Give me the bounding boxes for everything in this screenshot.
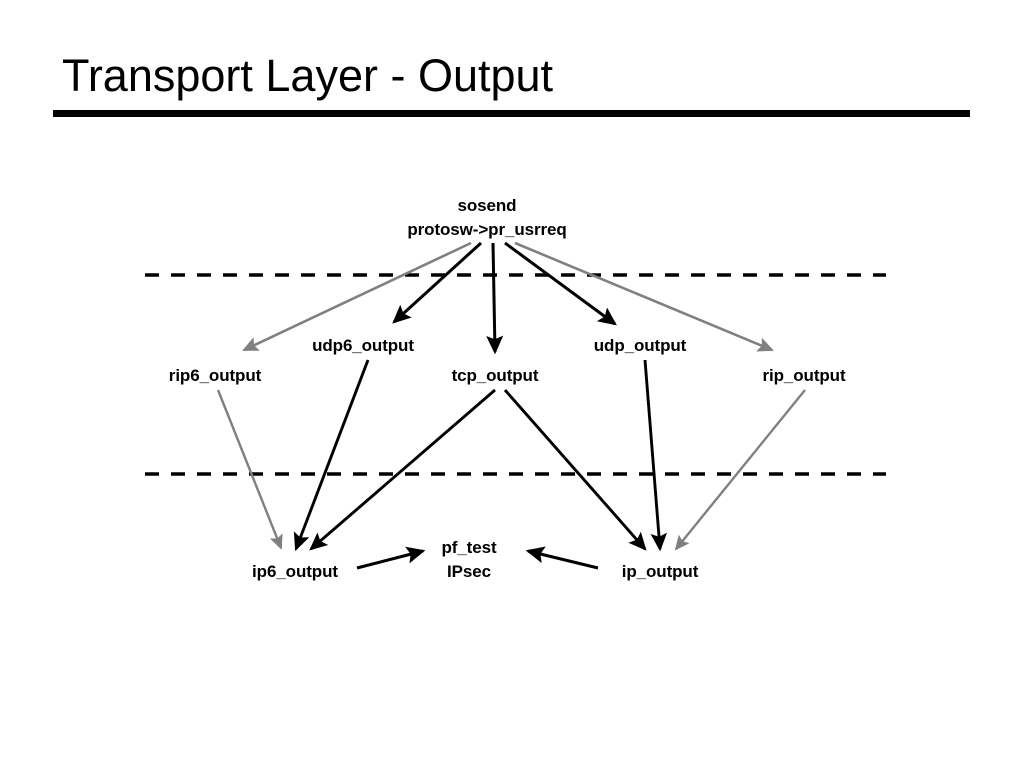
edge-ip_output-to-pf_test (525, 546, 599, 570)
node-rip6-output-label: rip6_output (168, 365, 262, 385)
edge-tcp_output-to-ip_output (503, 389, 647, 551)
node-sosend-line-1: sosend (457, 195, 517, 215)
node-pf-test-line-1: pf_test (441, 537, 497, 557)
edge-udp6_output-to-ip6_output (293, 359, 370, 552)
node-sosend[interactable]: sosend protosw->pr_usrreq (407, 194, 566, 242)
node-tcp-output[interactable]: tcp_output (452, 364, 539, 388)
edge-ip6_output-to-pf_test (356, 546, 426, 570)
edge-tcp_output-to-ip6_output (309, 388, 496, 551)
edge-udp_output-to-ip_output (643, 359, 668, 552)
node-ip-output[interactable]: ip_output (622, 560, 699, 584)
edge-sosend-to-udp6_output (392, 241, 483, 324)
edge-sosend-to-rip_output (514, 241, 774, 352)
node-sosend-line-2: protosw->pr_usrreq (407, 220, 567, 239)
node-ip6-output[interactable]: ip6_output (252, 560, 338, 584)
node-udp6-output-label: udp6_output (312, 335, 414, 355)
node-ip-output-label: ip_output (621, 561, 699, 581)
node-pf-test-line-2: IPsec (447, 562, 491, 581)
node-udp-output[interactable]: udp_output (593, 334, 687, 358)
node-ip6-output-label: ip6_output (252, 561, 338, 581)
node-rip-output-label: rip_output (762, 365, 846, 385)
node-rip6-output[interactable]: rip6_output (168, 364, 262, 388)
title-underline-rule (53, 110, 970, 117)
edge-sosend-to-rip6_output (242, 241, 472, 352)
node-udp-output-label: udp_output (593, 335, 687, 355)
node-udp6-output[interactable]: udp6_output (312, 334, 414, 358)
edge-sosend-to-udp_output (504, 241, 617, 326)
edge-sosend-to-tcp_output (486, 242, 504, 355)
edge-rip6_output-to-ip6_output (216, 389, 283, 550)
edge-rip_output-to-ip_output (674, 389, 806, 551)
node-pf-test-ipsec[interactable]: pf_test IPsec (441, 536, 496, 584)
node-rip-output[interactable]: rip_output (762, 364, 845, 388)
page-title: Transport Layer - Output (62, 50, 554, 101)
node-tcp-output-label: tcp_output (451, 365, 539, 385)
